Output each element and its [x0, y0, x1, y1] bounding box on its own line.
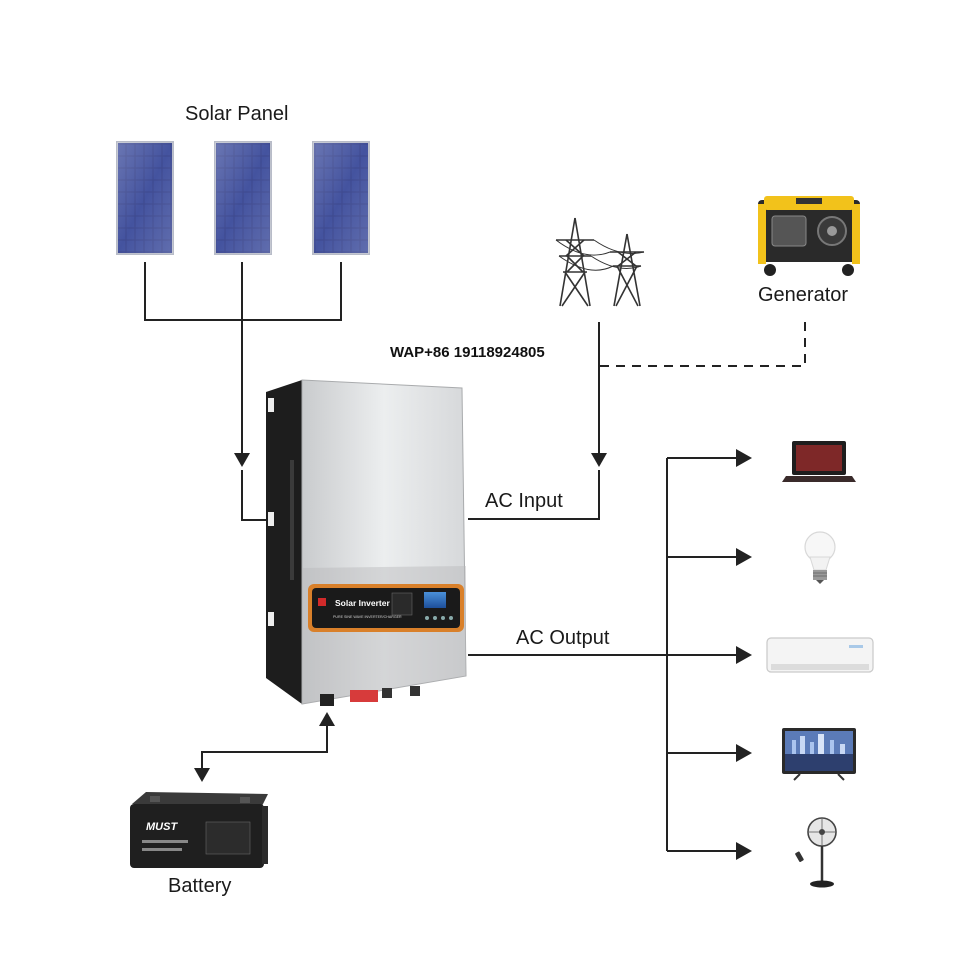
ac-output-label: AC Output: [516, 627, 610, 649]
battery-label: Battery: [168, 875, 232, 897]
solar-inverter: Solar Inverter PURE SINE WAVE INVERTER/C…: [266, 379, 467, 706]
generator-dashed-link: [599, 322, 806, 367]
battery-icon: MUST: [130, 792, 268, 868]
solar-panel-3: [312, 141, 370, 255]
ac-output-wiring: [468, 457, 740, 852]
inverter-terminal-black: [320, 694, 334, 706]
ac-input-label: AC Input: [485, 490, 563, 512]
arrow-grid-down: [591, 453, 607, 467]
battery-brand-text: MUST: [146, 821, 178, 833]
arrow-to-television: [736, 744, 752, 762]
laptop-icon: [782, 441, 856, 482]
inverter-terminal-red: [350, 690, 378, 702]
solar-wiring: [144, 262, 342, 521]
generator-label: Generator: [758, 284, 849, 306]
solar-panel-2: [214, 141, 272, 255]
generator-icon: [758, 196, 860, 276]
inverter-subtitle-text: PURE SINE WAVE INVERTER/CHARGER: [333, 615, 402, 619]
inverter-power-switch: [318, 598, 326, 606]
electric-fan-icon: [795, 817, 837, 888]
contact-text: WAP+86 19118924805: [390, 344, 545, 361]
solar-panel-label: Solar Panel: [185, 103, 289, 125]
arrow-battery-up: [319, 712, 335, 726]
light-bulb-icon: [804, 531, 836, 584]
arrow-to-air-conditioner: [736, 646, 752, 664]
ac-input-wiring: [468, 322, 600, 520]
inverter-brand-text: Solar Inverter: [335, 598, 390, 608]
arrow-solar-down: [234, 453, 250, 467]
arrow-to-bulb: [736, 548, 752, 566]
arrow-battery-down: [194, 768, 210, 782]
arrow-to-fan: [736, 842, 752, 860]
battery-wiring: [201, 724, 328, 768]
arrow-to-laptop: [736, 449, 752, 467]
inverter-lcd-screen: [424, 592, 446, 608]
air-conditioner-icon: [766, 637, 874, 673]
ac-output-arrows: [736, 449, 752, 860]
solar-panel-1: [116, 141, 174, 255]
solar-panel-array: [116, 141, 370, 255]
power-grid-icon: [555, 217, 645, 307]
television-icon: [782, 728, 856, 781]
